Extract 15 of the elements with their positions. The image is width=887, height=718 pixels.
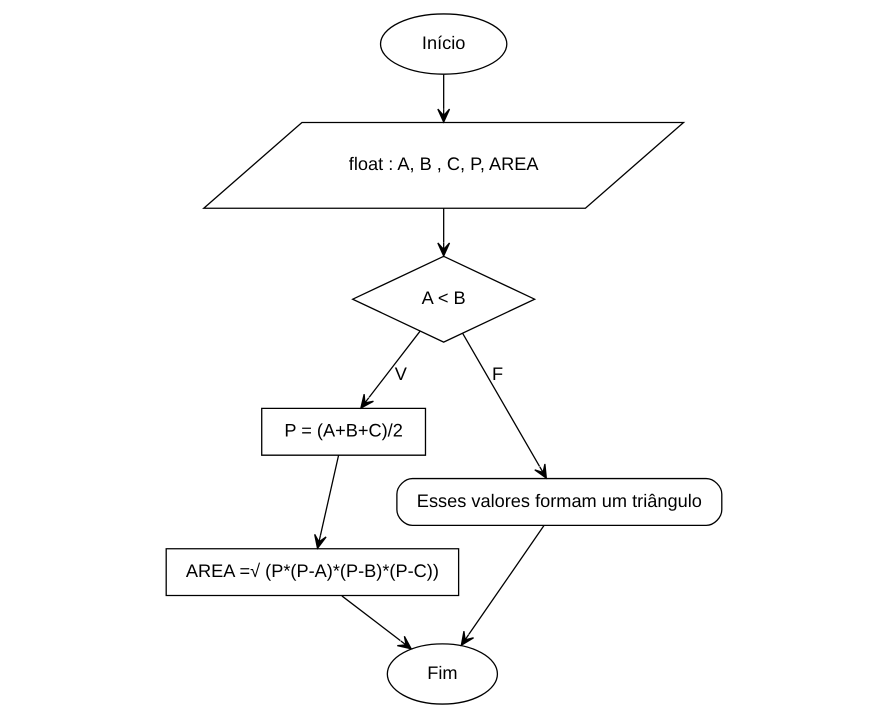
arrow [314,455,339,549]
arrow [436,74,450,123]
node-ellipse: Início [379,13,507,75]
node-box: P = (A+B+C)/2 [260,408,426,456]
arrow [341,595,412,650]
arrow [360,330,420,409]
edge-label: V [394,364,406,384]
node-diamond: A < B [350,256,536,343]
edge-label: F [492,364,503,384]
arrow [462,333,546,479]
arrow [436,208,450,257]
node-ellipse: Fim [386,643,498,705]
node-box: AREA =√ (P*(P-A)*(P-B)*(P-C)) [165,548,459,596]
node-box: Esses valores formam um triângulo [396,478,722,526]
arrow [460,525,544,646]
